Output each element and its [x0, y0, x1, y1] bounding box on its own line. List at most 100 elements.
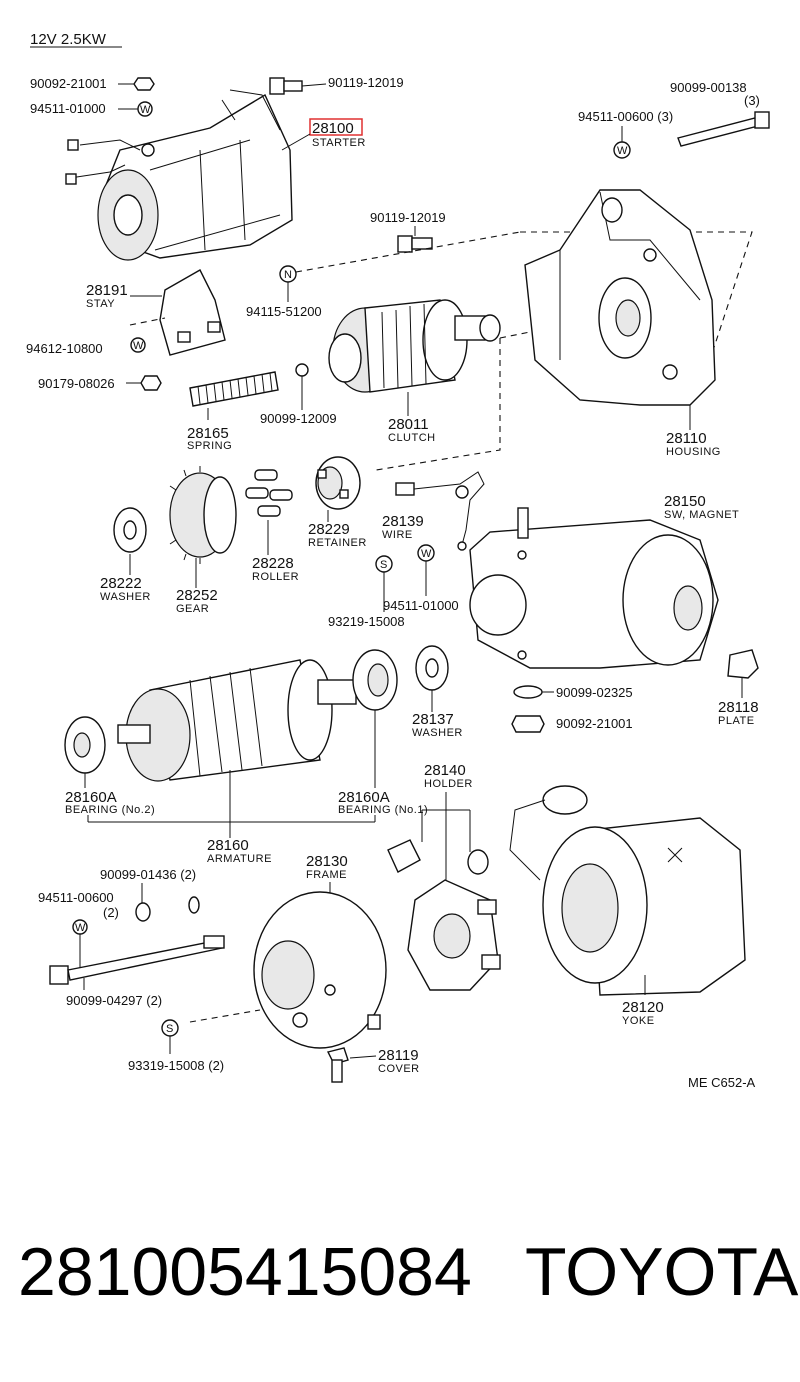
fastener-label: 90099-00138: [670, 80, 747, 95]
washer-part-number: 28137: [412, 711, 454, 728]
nut-icon: [133, 77, 155, 91]
starter-part-name: STARTER: [312, 137, 366, 149]
retainer-drawing: [315, 456, 361, 510]
switch-part-name: SW, MAGNET: [664, 509, 739, 521]
nut-icon: [140, 375, 162, 391]
roller-drawing: [245, 469, 293, 517]
footer-bar: 28100541508​4 TOYOTA: [0, 1225, 800, 1345]
spring-part-name: SPRING: [187, 440, 232, 452]
bearing1-part-number: 28160A: [338, 789, 390, 806]
fastener-label: 94511-00600 (3): [578, 109, 673, 124]
yoke-part-number: 28120: [622, 999, 664, 1016]
fastener-label: 90092-21001: [556, 716, 633, 731]
stay-part-number: 28191: [86, 282, 128, 299]
fastener-label: 90119-12019: [328, 75, 404, 90]
cover-part-number: 28119: [378, 1047, 419, 1064]
armature-drawing: [117, 659, 357, 782]
gear-drawing: [169, 466, 237, 564]
starter-highlight-box: [309, 118, 363, 136]
magnet-switch-drawing: [469, 507, 719, 669]
starter-part-number: 28100: [312, 120, 354, 137]
holder-drawing: [407, 879, 501, 991]
retainer-part-name: RETAINER: [308, 537, 367, 549]
bolt-icon: [269, 77, 303, 95]
roller-part-number: 28228: [252, 555, 294, 572]
fastener-label: 93319-15008 (2): [128, 1058, 224, 1073]
housing-part-name: HOUSING: [666, 446, 721, 458]
plate-part-name: PLATE: [718, 715, 755, 727]
bearing2-part-name: BEARING (No.2): [65, 804, 155, 816]
brush-drawing: [387, 839, 489, 875]
yoke-drawing: [509, 785, 746, 996]
stay-bracket-drawing: [159, 269, 226, 356]
spring-drawing: [189, 371, 279, 407]
voltage-spec: 12V 2.5KW: [30, 31, 107, 48]
frame-part-name: FRAME: [306, 869, 347, 881]
housing-part-number: 28110: [666, 430, 707, 447]
fastener-label: 90099-01436 (2): [100, 867, 196, 882]
fastener-qty: (2): [103, 905, 119, 920]
long-bolt-icon: [677, 111, 770, 147]
roller-part-name: ROLLER: [252, 571, 299, 583]
washer-drawing: [415, 645, 449, 691]
fastener-qty: (3): [744, 93, 760, 108]
fastener-label: 94511-01000: [383, 598, 459, 613]
fastener-label: 94115-51200: [246, 304, 322, 319]
fastener-label: 94511-00600: [38, 890, 114, 905]
stay-part-name: STAY: [86, 298, 115, 310]
fastener-label: 94612-10800: [26, 341, 103, 356]
spring-washer-marker: S: [380, 559, 388, 571]
fastener-label: 90099-12009: [260, 411, 337, 426]
washer-part-number: 28222: [100, 575, 142, 592]
washer-drawing: [113, 507, 147, 553]
fastener-label: 90119-12019: [370, 210, 446, 225]
washer-marker: W: [75, 922, 86, 934]
footer-part-number: 28100541508​4: [18, 1234, 472, 1310]
through-bolt-icon: [49, 935, 225, 985]
clutch-part-number: 28011: [388, 416, 429, 433]
washer-part-name: WASHER: [412, 727, 463, 739]
cover-part-name: COVER: [378, 1063, 420, 1075]
fastener-label: 90179-08026: [38, 376, 115, 391]
fastener-label: 93219-15008: [328, 614, 405, 629]
starter-assembly-drawing: [65, 89, 293, 261]
clutch-part-name: CLUTCH: [388, 432, 436, 444]
bearing1-part-name: BEARING (No.1): [338, 804, 428, 816]
bearing2-part-number: 28160A: [65, 789, 117, 806]
gear-part-number: 28252: [176, 587, 218, 604]
switch-part-number: 28150: [664, 493, 706, 510]
fastener-label: 90099-02325: [556, 685, 633, 700]
bearing-drawing: [64, 716, 106, 774]
cover-drawing: [326, 1047, 349, 1083]
washer-marker: W: [617, 145, 628, 157]
fastener-label: 90099-04297 (2): [66, 993, 162, 1008]
armature-part-name: ARMATURE: [207, 853, 272, 865]
washer-marker: W: [421, 548, 432, 560]
wire-drawing: [395, 471, 485, 551]
gear-part-name: GEAR: [176, 603, 209, 615]
wire-part-number: 28139: [382, 513, 424, 530]
nut-marker: N: [284, 269, 292, 281]
footer-brand: TOYOTA: [525, 1234, 799, 1310]
frame-part-number: 28130: [306, 853, 348, 870]
retainer-part-number: 28229: [308, 521, 350, 538]
exploded-parts-diagram: 12V 2.5KW 28100 STARTER 90092-21001 W 94…: [26, 31, 770, 1090]
housing-drawing: [524, 189, 716, 406]
armature-part-number: 28160: [207, 837, 249, 854]
spring-washer-marker: S: [166, 1023, 174, 1035]
holder-part-number: 28140: [424, 762, 466, 779]
spring-part-number: 28165: [187, 425, 229, 442]
fastener-label: 90092-21001: [30, 76, 107, 91]
diagram-code: ME C652-A: [688, 1075, 756, 1090]
wire-part-name: WIRE: [382, 529, 413, 541]
washer-marker: W: [133, 340, 144, 352]
plate-drawing: [727, 649, 759, 679]
washer-part-name: WASHER: [100, 591, 151, 603]
fastener-label: 94511-01000: [30, 101, 106, 116]
washer-marker: W: [140, 104, 151, 116]
plate-part-number: 28118: [718, 699, 759, 716]
bearing-drawing: [352, 649, 398, 711]
clutch-drawing: [328, 299, 501, 393]
holder-part-name: HOLDER: [424, 778, 473, 790]
frame-drawing: [253, 891, 387, 1049]
